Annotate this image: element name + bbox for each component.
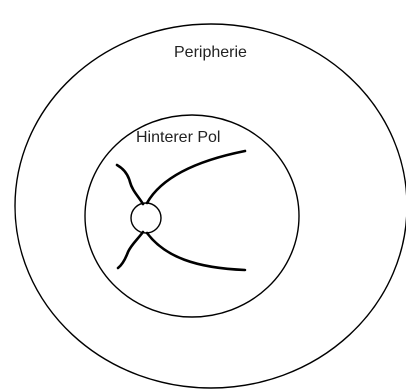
optic-disc bbox=[131, 203, 161, 233]
posterior-pole-label: Hinterer Pol bbox=[136, 129, 220, 147]
upper-nasal-vessel bbox=[117, 165, 143, 204]
outer-circle-periphery bbox=[15, 24, 406, 388]
periphery-label: Peripherie bbox=[174, 44, 247, 62]
upper-vessel-arcade bbox=[147, 151, 245, 203]
lower-nasal-vessel bbox=[118, 232, 143, 268]
lower-vessel-arcade bbox=[147, 233, 245, 270]
